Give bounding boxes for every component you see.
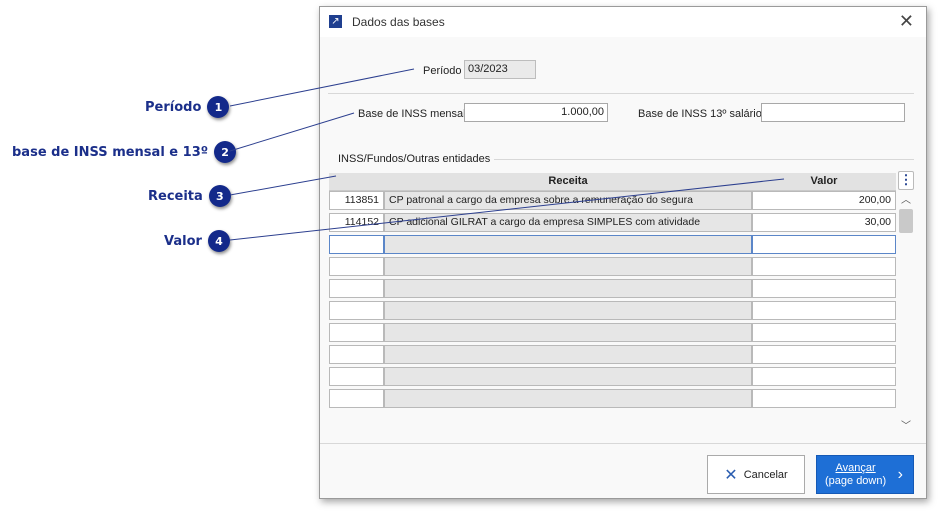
group-divider (494, 159, 914, 160)
callout-label: Período (145, 99, 202, 115)
cell-code[interactable] (329, 345, 384, 364)
dialog-dados-das-bases: ↗ Dados das bases ✕ Período 03/2023 Base… (319, 6, 927, 499)
cell-valor[interactable] (752, 301, 896, 320)
footer-divider (320, 443, 926, 444)
cell-valor[interactable]: 200,00 (752, 191, 896, 210)
cell-receita[interactable] (384, 323, 752, 342)
callout-number-badge: 2 (214, 141, 237, 163)
callout-number-badge: 1 (207, 96, 230, 118)
title-bar: ↗ Dados das bases ✕ (320, 7, 926, 37)
cancel-button[interactable]: ✕ Cancelar (707, 455, 805, 494)
grid-header-valor[interactable]: Valor (752, 173, 896, 191)
callout-number-badge: 3 (208, 185, 231, 207)
callout-valor: Valor 4 (164, 230, 230, 252)
cell-code[interactable] (329, 323, 384, 342)
cell-valor[interactable] (752, 389, 896, 408)
callout-periodo: Período 1 (145, 96, 230, 118)
cell-code[interactable] (329, 367, 384, 386)
periodo-field[interactable]: 03/2023 (464, 60, 536, 79)
callout-number-badge: 4 (207, 230, 230, 252)
cell-valor[interactable] (752, 235, 896, 254)
grid-header-receita[interactable]: Receita (384, 173, 752, 191)
cell-receita[interactable] (384, 301, 752, 320)
advance-label-line2: (page down) (825, 474, 887, 487)
callout-label: Valor (164, 233, 202, 249)
advance-label-line1: Avançar (835, 461, 876, 474)
close-icon: ✕ (724, 466, 738, 484)
cell-receita[interactable]: CP adicional GILRAT a cargo da empresa S… (384, 213, 752, 232)
group-title: INSS/Fundos/Outras entidades (338, 153, 491, 165)
cell-receita[interactable]: CP patronal a cargo da empresa sobre a r… (384, 191, 752, 210)
cell-valor[interactable]: 30,00 (752, 213, 896, 232)
advance-button-label: Avançar (page down) (825, 462, 886, 488)
scroll-down-icon[interactable]: ﹀ (901, 421, 911, 432)
base-inss-13-label: Base de INSS 13º salário (638, 108, 762, 120)
scroll-up-icon[interactable]: ︿ (901, 195, 911, 206)
cell-valor[interactable] (752, 257, 896, 276)
cell-valor[interactable] (752, 345, 896, 364)
cell-valor[interactable] (752, 367, 896, 386)
advance-button[interactable]: Avançar (page down) › (816, 455, 914, 494)
cell-code[interactable] (329, 235, 384, 254)
grid-header-code (329, 173, 384, 191)
vertical-dots-icon[interactable]: ⋮ (898, 171, 914, 190)
callout-label: Receita (148, 188, 203, 204)
base-inss-13-field[interactable] (761, 103, 905, 122)
callout-base-inss: base de INSS mensal e 13º 2 (12, 141, 237, 163)
cell-receita[interactable] (384, 235, 752, 254)
base-inss-mensal-label: Base de INSS mensal (358, 108, 466, 120)
close-icon[interactable]: ✕ (898, 11, 914, 31)
scrollbar-thumb[interactable] (899, 209, 913, 233)
divider (328, 93, 914, 94)
cell-receita[interactable] (384, 279, 752, 298)
cell-valor[interactable] (752, 323, 896, 342)
cell-valor[interactable] (752, 279, 896, 298)
callout-receita: Receita 3 (148, 185, 231, 207)
app-arrow-icon: ↗ (329, 15, 342, 28)
dialog-title: Dados das bases (352, 15, 445, 29)
cell-receita[interactable] (384, 345, 752, 364)
chevron-right-icon: › (897, 465, 903, 483)
periodo-label: Período (423, 65, 462, 77)
cancel-button-label: Cancelar (743, 468, 788, 481)
callout-label: base de INSS mensal e 13º (12, 144, 209, 160)
cell-code[interactable] (329, 279, 384, 298)
cell-receita[interactable] (384, 389, 752, 408)
cell-receita[interactable] (384, 367, 752, 386)
cell-code[interactable] (329, 257, 384, 276)
cell-code[interactable]: 114152 (329, 213, 384, 232)
cell-code[interactable] (329, 389, 384, 408)
base-inss-mensal-field[interactable]: 1.000,00 (464, 103, 608, 122)
cell-code[interactable] (329, 301, 384, 320)
cell-receita[interactable] (384, 257, 752, 276)
cell-code[interactable]: 113851 (329, 191, 384, 210)
